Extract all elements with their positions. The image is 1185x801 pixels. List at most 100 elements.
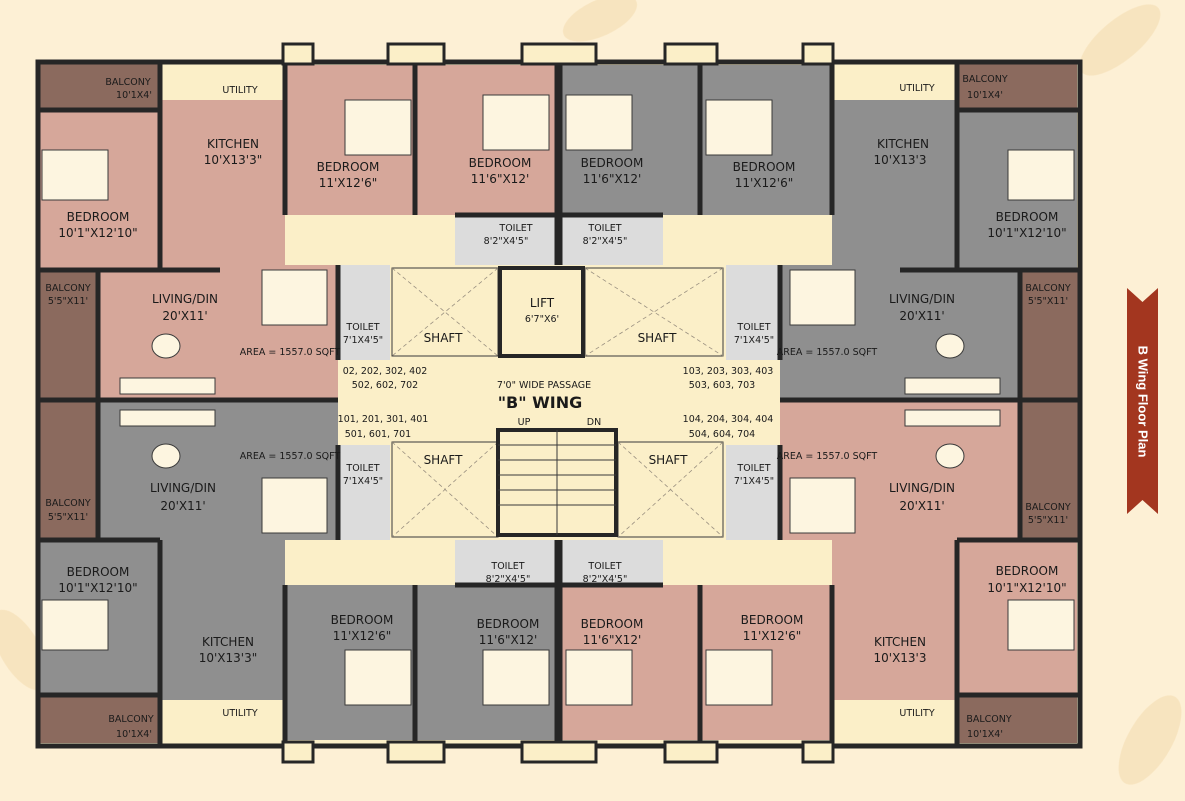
lift-box [498, 266, 585, 358]
kitchen-tl-label: KITCHEN [207, 137, 259, 151]
toilet-br-inner-label: TOILET [587, 561, 621, 572]
toilet-tr-side-size: 7'1X4'5" [734, 335, 774, 346]
bedroom-tr-inner-size: 11'6"X12' [583, 172, 642, 186]
bedroom-br-mid-size: 11'X12'6" [743, 629, 802, 643]
balcony-ml-label: BALCONY [45, 283, 91, 294]
flats-tl-line1: 02, 202, 302, 402 [343, 366, 428, 377]
flats-tl-line2: 502, 602, 702 [352, 380, 418, 391]
kitchen-br-size: 10'X13'3 [874, 651, 927, 665]
area-br: AREA = 1557.0 SQFT [777, 451, 878, 462]
staircase [496, 428, 618, 537]
area-tl: AREA = 1557.0 SQFT [240, 347, 341, 358]
balcony-bl-size: 10'1X4' [116, 729, 152, 740]
shaft-bl-label: SHAFT [424, 453, 464, 467]
living-br-label: LIVING/DIN [889, 481, 955, 495]
shaft-tl-label: SHAFT [424, 331, 464, 345]
bedroom-br-corner-size: 10'1"X12'10" [987, 581, 1066, 595]
toilet-tl-inner-size: 8'2"X4'5" [484, 236, 529, 247]
living-tr-size: 20'X11' [899, 309, 944, 323]
shaft-br-label: SHAFT [649, 453, 689, 467]
bedroom-bl-mid-size: 11'X12'6" [333, 629, 392, 643]
toilet-tl-side-label: TOILET [345, 322, 379, 333]
passage-label: 7'0" WIDE PASSAGE [497, 380, 591, 391]
balcony-ml-size: 5'5"X11' [48, 296, 88, 307]
balcony-br-label: BALCONY [966, 714, 1012, 725]
balcony-br-side-size: 5'5"X11' [1028, 515, 1068, 526]
flats-tr-line1: 103, 203, 303, 403 [683, 366, 774, 377]
kitchen-bl-size: 10'X13'3" [199, 651, 258, 665]
bedroom-tr-inner-label: BEDROOM [581, 156, 644, 170]
ribbon-label: B Wing Floor Plan [1135, 345, 1151, 457]
balcony-mr-size: 5'5"X11' [1028, 296, 1068, 307]
toilet-bl-inner-label: TOILET [490, 561, 524, 572]
bedroom-bl-corner-size: 10'1"X12'10" [58, 581, 137, 595]
toilet-tl-side-size: 7'1X4'5" [343, 335, 383, 346]
bedroom-tl-corner-label: BEDROOM [67, 210, 130, 224]
bedroom-br-mid-label: BEDROOM [741, 613, 804, 627]
ribbon-banner [1127, 288, 1158, 514]
bedroom-bl-corner-label: BEDROOM [67, 565, 130, 579]
bedroom-bl-inner-size: 11'6"X12' [479, 633, 538, 647]
kitchen-tr-label: KITCHEN [877, 137, 929, 151]
lift-size: 6'7"X6' [525, 314, 559, 325]
area-tr: AREA = 1557.0 SQFT [777, 347, 878, 358]
living-tr-label: LIVING/DIN [889, 292, 955, 306]
toilet-tr-inner-label: TOILET [587, 223, 621, 234]
toilet-bl-side-label: TOILET [345, 463, 379, 474]
flats-bl-line2: 501, 601, 701 [345, 429, 411, 440]
balcony-br-side-label: BALCONY [1025, 502, 1071, 513]
bed-icons [41, 94, 1075, 706]
utility-br-label: UTILITY [899, 708, 934, 719]
toilet-bl-inner-size: 8'2"X4'5" [486, 574, 531, 585]
living-bl-size: 20'X11' [160, 499, 205, 513]
kitchen-tl-size: 10'X13'3" [204, 153, 263, 167]
toilet-br-side-label: TOILET [736, 463, 770, 474]
kitchen-bl-label: KITCHEN [202, 635, 254, 649]
flats-br-line2: 504, 604, 704 [689, 429, 755, 440]
living-tl-label: LIVING/DIN [152, 292, 218, 306]
balcony-bl-side-label: BALCONY [45, 498, 91, 509]
utility-tl-label: UTILITY [222, 85, 257, 96]
balcony-tl-label: BALCONY [105, 77, 151, 88]
flats-br-line1: 104, 204, 304, 404 [683, 414, 774, 425]
balcony-bl-side-size: 5'5"X11' [48, 512, 88, 523]
lift-label: LIFT [530, 296, 555, 310]
bedroom-tl-mid-label: BEDROOM [317, 160, 380, 174]
toilet-tr-side-label: TOILET [736, 322, 770, 333]
living-br-size: 20'X11' [899, 499, 944, 513]
stair-dn-label: DN [587, 417, 601, 428]
bedroom-bl-inner-label: BEDROOM [477, 617, 540, 631]
window-markers [281, 42, 835, 764]
bedroom-tr-mid-size: 11'X12'6" [735, 176, 794, 190]
bedroom-tr-corner-size: 10'1"X12'10" [987, 226, 1066, 240]
balcony-tr-label: BALCONY [962, 74, 1008, 85]
bedroom-tl-mid-size: 11'X12'6" [319, 176, 378, 190]
toilet-br-inner-size: 8'2"X4'5" [583, 574, 628, 585]
bedroom-br-corner-label: BEDROOM [996, 564, 1059, 578]
balcony-tl-size: 10'1X4' [116, 90, 152, 101]
area-bl: AREA = 1557.0 SQFT [240, 451, 341, 462]
bedroom-bl-mid-label: BEDROOM [331, 613, 394, 627]
ribbon-label-wrap: B Wing Floor Plan [1127, 288, 1158, 514]
bedroom-tl-inner-label: BEDROOM [469, 156, 532, 170]
flats-tr-line2: 503, 603, 703 [689, 380, 755, 391]
balcony-tr-size: 10'1X4' [967, 90, 1003, 101]
stair-up-label: UP [518, 417, 531, 428]
utility-bl-label: UTILITY [222, 708, 257, 719]
bedroom-tr-mid-label: BEDROOM [733, 160, 796, 174]
bedroom-tl-inner-size: 11'6"X12' [471, 172, 530, 186]
living-bl-label: LIVING/DIN [150, 481, 216, 495]
balcony-mr-label: BALCONY [1025, 283, 1071, 294]
toilet-br-side-size: 7'1X4'5" [734, 476, 774, 487]
bedroom-tl-corner-size: 10'1"X12'10" [58, 226, 137, 240]
living-furniture [119, 269, 1001, 534]
bedroom-br-inner-label: BEDROOM [581, 617, 644, 631]
living-tl-size: 20'X11' [162, 309, 207, 323]
balconies [40, 64, 1078, 743]
wing-title: "B" WING [498, 393, 583, 412]
kitchen-tr-size: 10'X13'3 [874, 153, 927, 167]
toilet-tr-inner-size: 8'2"X4'5" [583, 236, 628, 247]
balcony-bl-label: BALCONY [108, 714, 154, 725]
